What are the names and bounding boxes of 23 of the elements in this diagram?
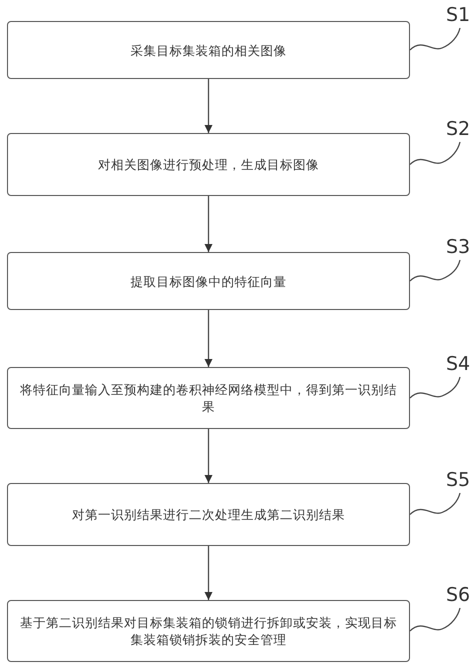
process-box: 对相关图像进行预处理，生成目标图像: [7, 133, 410, 196]
step-label: S1: [446, 4, 470, 26]
process-box: 对第一识别结果进行二次处理生成第二识别结果: [7, 483, 410, 546]
arrow: [204, 429, 212, 483]
arrow: [204, 79, 212, 133]
arrow: [204, 196, 212, 252]
process-box: 采集目标集装箱的相关图像: [7, 21, 410, 79]
arrow: [204, 546, 212, 600]
step-label: S5: [446, 469, 470, 491]
leader-line: [410, 142, 461, 165]
step-label: S3: [446, 236, 470, 258]
process-box: 提取目标图像中的特征向量: [7, 252, 410, 310]
step-label: S6: [446, 584, 470, 606]
process-box: 基于第二识别结果对目标集装箱的锁销进行拆卸或安装，实现目标集装箱锁销拆装的安全管理: [7, 600, 410, 662]
leader-line: [410, 492, 461, 515]
leader-line: [410, 608, 461, 632]
step-label: S2: [446, 118, 470, 140]
process-box: 将特征向量输入至预构建的卷积神经网络模型中，得到第一识别结果: [7, 367, 410, 429]
leader-line: [410, 376, 461, 398]
leader-line: [410, 260, 461, 282]
leader-line: [410, 28, 461, 50]
arrow: [204, 310, 212, 367]
step-label: S4: [446, 353, 470, 375]
